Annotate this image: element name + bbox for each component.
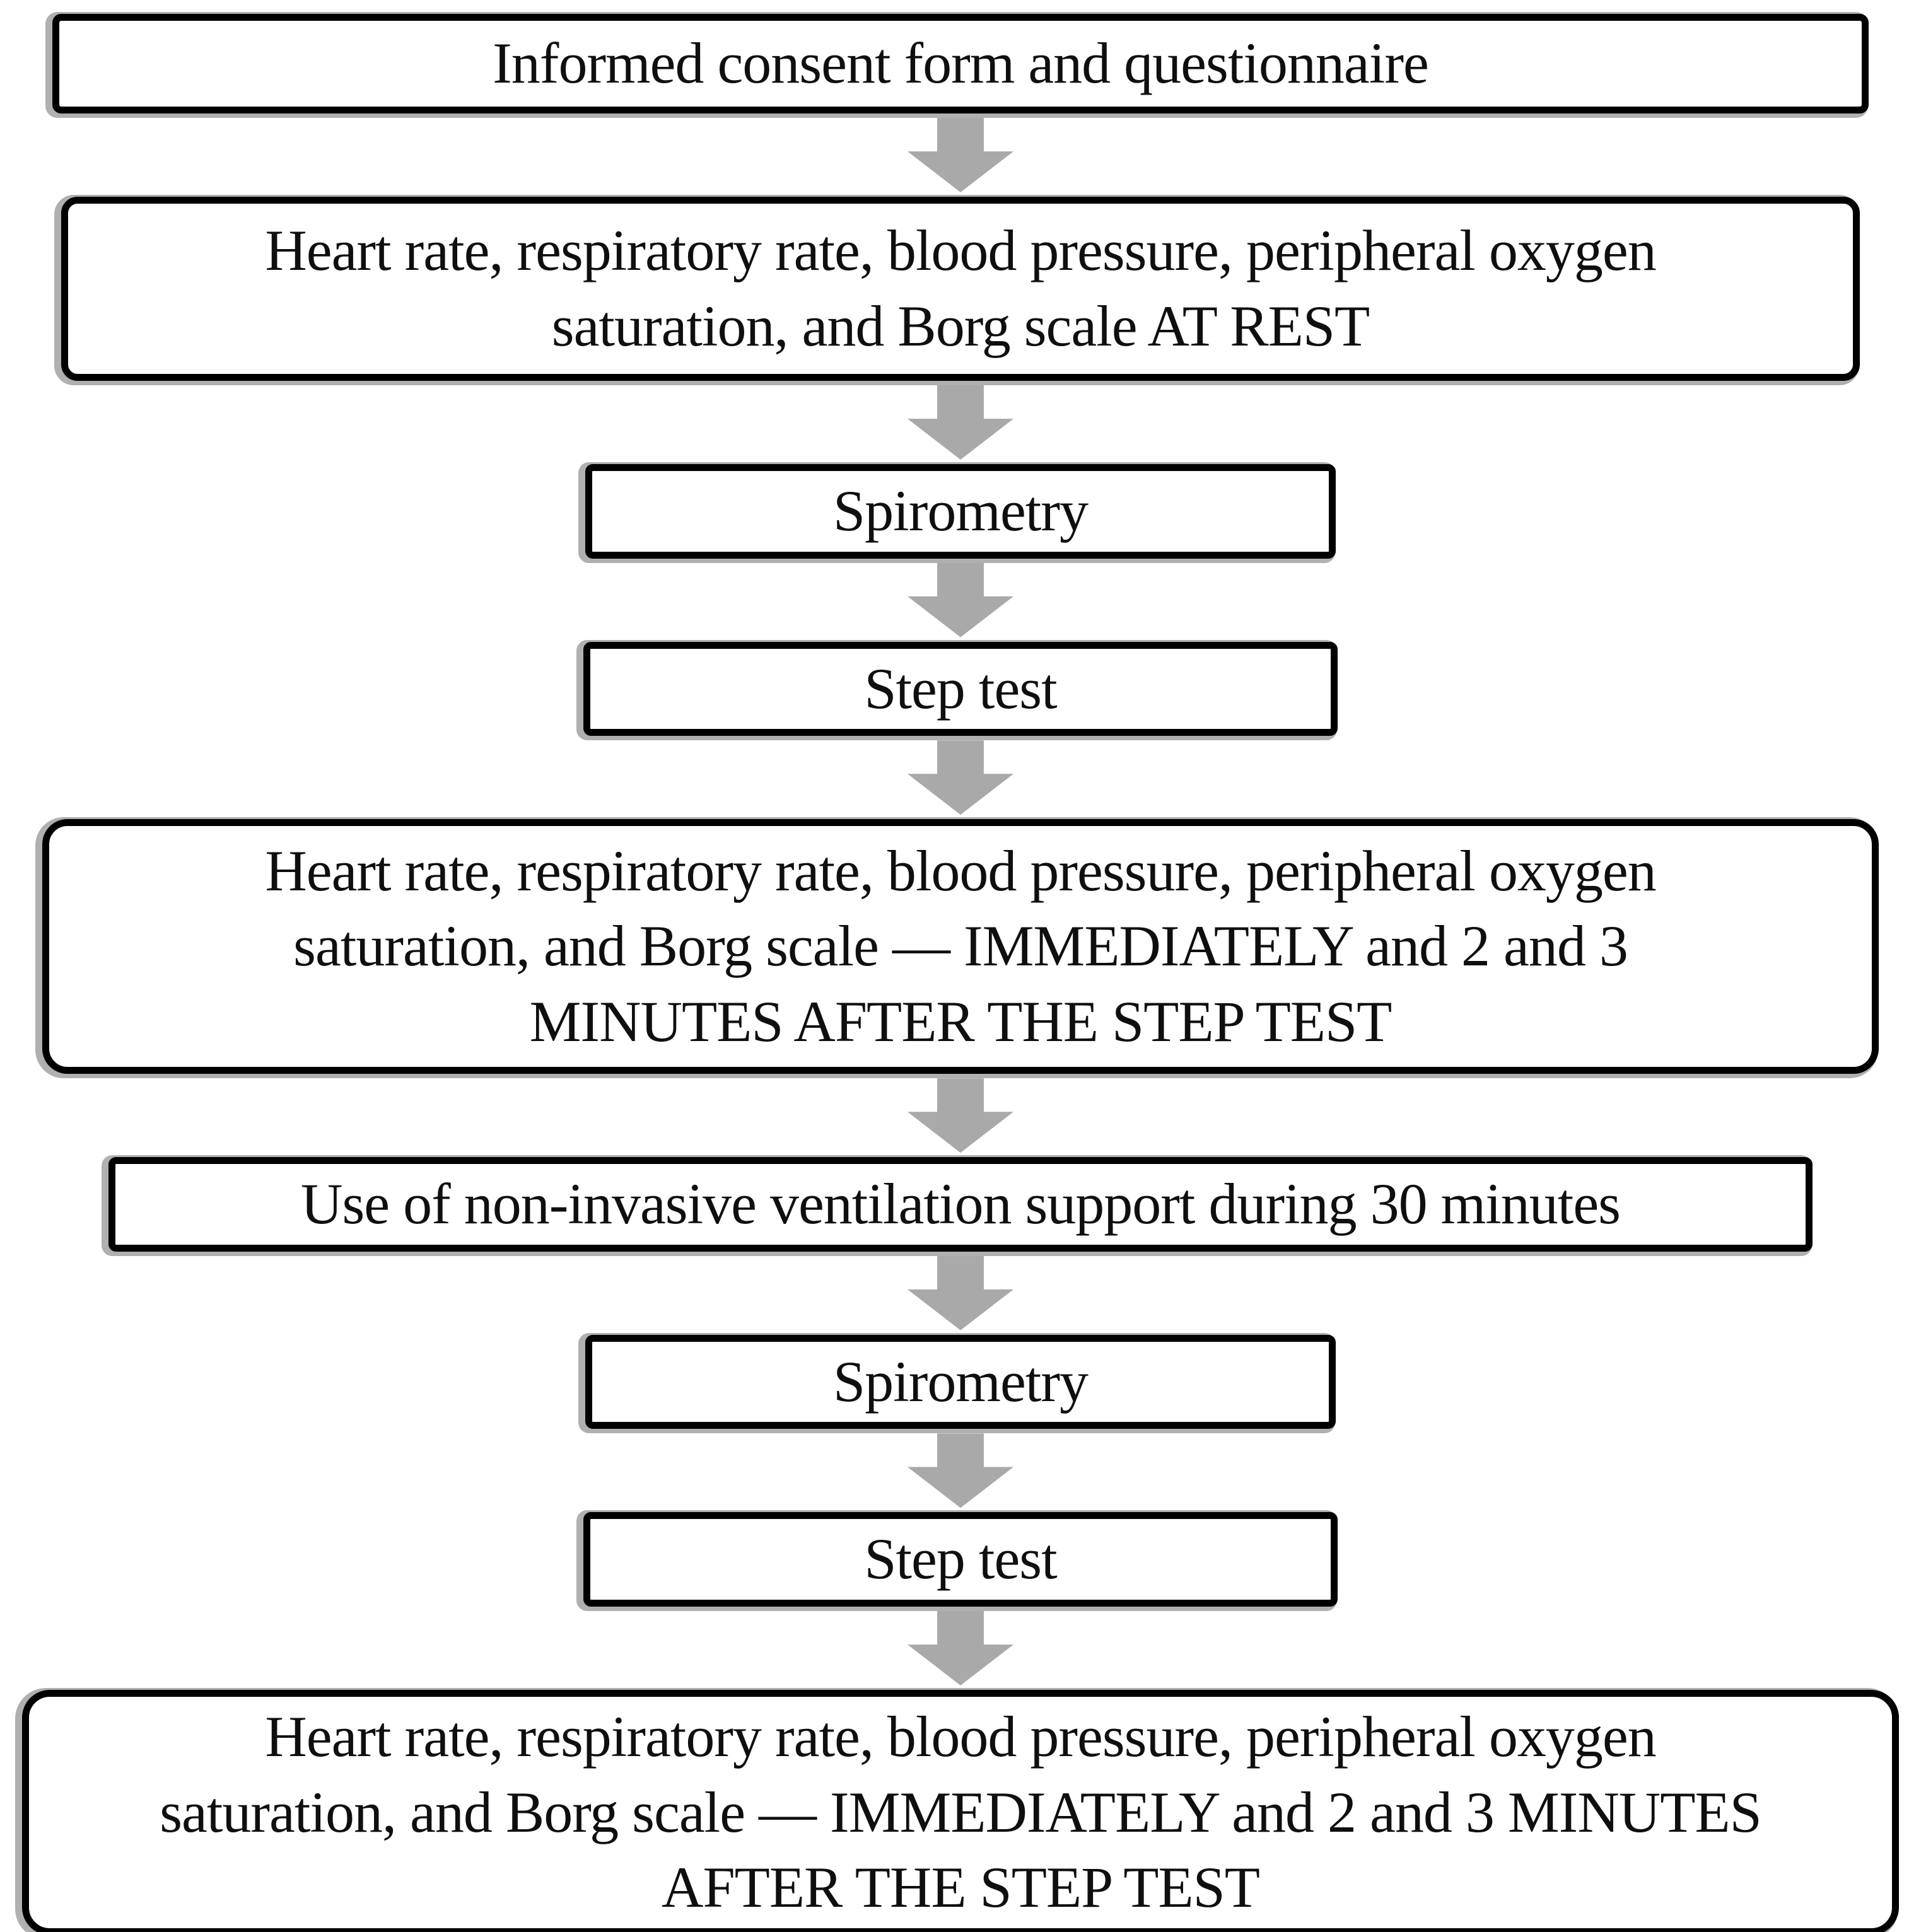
node-text-line: Step test xyxy=(864,1527,1057,1592)
down-arrow-icon xyxy=(908,385,1013,460)
down-arrow-icon xyxy=(908,1610,1013,1685)
flow-node-step-test-1: Step test xyxy=(583,641,1338,736)
flow-node-niv-support: Use of non-invasive ventilation support … xyxy=(108,1157,1813,1252)
node-text-line: Use of non-invasive ventilation support … xyxy=(301,1172,1621,1237)
down-arrow-7 xyxy=(908,1433,1013,1508)
node-text-line: saturation, and Borg scale — IMMEDIATELY… xyxy=(160,1779,1762,1844)
node-text-line: saturation, and Borg scale AT REST xyxy=(551,294,1370,358)
flow-node-spirometry-1: Spirometry xyxy=(585,464,1336,559)
node-text-line: Spirometry xyxy=(833,479,1089,543)
flow-node-informed-consent: Informed consent form and questionnaire xyxy=(52,14,1869,113)
node-text-line: Heart rate, respiratory rate, blood pres… xyxy=(265,1704,1656,1769)
flow-node-vitals-after-step-test-1: Heart rate, respiratory rate, blood pres… xyxy=(42,819,1879,1074)
node-text-line: Spirometry xyxy=(833,1349,1089,1414)
down-arrow-8 xyxy=(908,1610,1013,1685)
down-arrow-2 xyxy=(908,385,1013,460)
node-text-line: Informed consent form and questionnaire xyxy=(493,31,1429,96)
node-text-line: Heart rate, respiratory rate, blood pres… xyxy=(265,838,1656,903)
node-text-line: saturation, and Borg scale — IMMEDIATELY… xyxy=(293,914,1628,979)
flow-node-spirometry-2: Spirometry xyxy=(585,1334,1336,1429)
down-arrow-4 xyxy=(908,740,1013,815)
down-arrow-icon xyxy=(908,1078,1013,1153)
flow-node-vitals-at-rest: Heart rate, respiratory rate, blood pres… xyxy=(61,197,1860,381)
down-arrow-3 xyxy=(908,562,1013,637)
down-arrow-6 xyxy=(908,1255,1013,1330)
flow-node-step-test-2: Step test xyxy=(583,1512,1338,1607)
node-text-line: AFTER THE STEP TEST xyxy=(662,1855,1260,1920)
node-text-line: MINUTES AFTER THE STEP TEST xyxy=(529,989,1393,1054)
down-arrow-icon xyxy=(908,1433,1013,1508)
node-text-line: Step test xyxy=(864,656,1057,721)
down-arrow-icon xyxy=(908,1255,1013,1330)
down-arrow-icon xyxy=(908,118,1013,192)
flow-node-vitals-after-step-test-2: Heart rate, respiratory rate, blood pres… xyxy=(22,1689,1899,1932)
node-text-line: Heart rate, respiratory rate, blood pres… xyxy=(265,218,1656,283)
down-arrow-1 xyxy=(908,118,1013,192)
down-arrow-5 xyxy=(908,1078,1013,1153)
down-arrow-icon xyxy=(908,562,1013,637)
down-arrow-icon xyxy=(908,740,1013,815)
